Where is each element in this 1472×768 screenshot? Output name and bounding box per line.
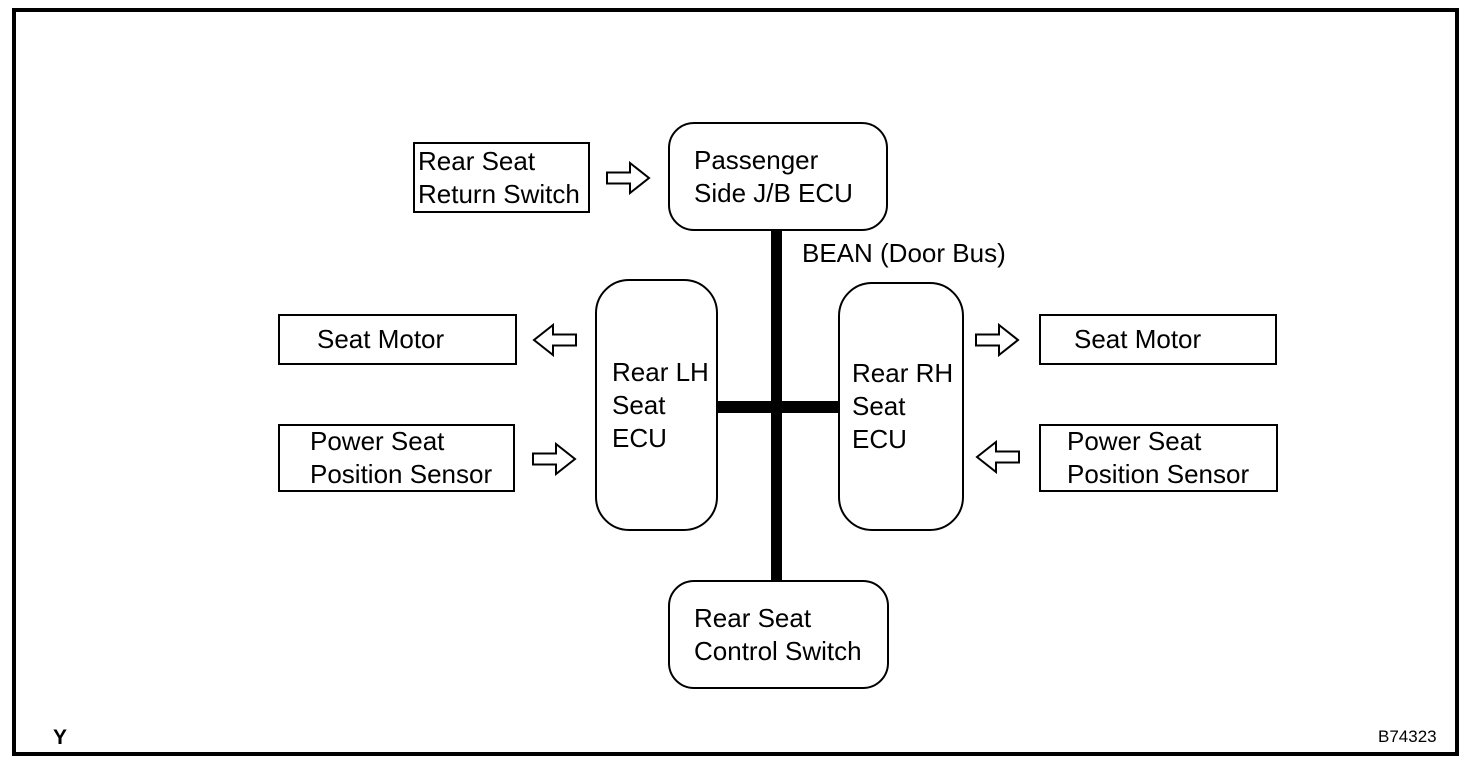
node-label-line: Seat bbox=[612, 389, 666, 420]
node-label-line: Seat Motor bbox=[1074, 324, 1202, 354]
node-label-line: Rear RH bbox=[852, 358, 954, 388]
node-passenger-side-jb-ecu: Passenger Side J/B ECU bbox=[668, 122, 888, 231]
node-seat-motor-right: Seat Motor bbox=[1039, 314, 1277, 365]
node-label-line: Rear Seat bbox=[418, 145, 536, 176]
node-label-line: Seat Motor bbox=[317, 324, 445, 354]
node-label-line: ECU bbox=[612, 422, 667, 453]
node-label-line: Passenger bbox=[694, 144, 819, 175]
node-label-line: ECU bbox=[852, 424, 907, 454]
node-label-line: Return Switch bbox=[418, 178, 580, 209]
node-label-line: Control Switch bbox=[694, 635, 862, 666]
node-label-line: Position Sensor bbox=[310, 459, 493, 489]
bean-bus-label: BEAN (Door Bus) bbox=[802, 238, 1006, 268]
arrow-position-sensor-to-rh-ecu-icon bbox=[975, 440, 1020, 474]
node-label-line: Power Seat bbox=[310, 426, 445, 456]
figure-code: B74323 bbox=[1378, 727, 1437, 746]
arrow-return-switch-to-jb-ecu-icon bbox=[606, 161, 651, 195]
bean-bus-horizontal-line bbox=[716, 401, 839, 413]
node-rear-rh-seat-ecu: Rear RH Seat ECU bbox=[838, 282, 964, 531]
arrow-lh-ecu-to-seat-motor-icon bbox=[532, 323, 577, 357]
page-mark-y: Y bbox=[53, 726, 68, 749]
node-power-seat-position-sensor-left: Power Seat Position Sensor bbox=[278, 424, 515, 492]
node-rear-seat-control-switch: Rear Seat Control Switch bbox=[668, 580, 889, 689]
arrow-rh-ecu-to-seat-motor-icon bbox=[975, 323, 1020, 357]
node-seat-motor-left: Seat Motor bbox=[278, 314, 517, 365]
arrow-position-sensor-to-lh-ecu-icon bbox=[532, 442, 577, 476]
node-label-line: Rear LH bbox=[612, 356, 709, 387]
node-label-line: Rear Seat bbox=[694, 602, 812, 633]
node-rear-seat-return-switch: Rear Seat Return Switch bbox=[413, 142, 590, 213]
node-rear-lh-seat-ecu: Rear LH Seat ECU bbox=[595, 279, 718, 531]
node-label-line: Side J/B ECU bbox=[694, 177, 853, 208]
node-label-line: Power Seat bbox=[1067, 426, 1202, 456]
node-power-seat-position-sensor-right: Power Seat Position Sensor bbox=[1039, 424, 1278, 492]
diagram-border-frame: BEAN (Door Bus) Rear Seat Return Switch … bbox=[12, 8, 1459, 756]
node-label-line: Seat bbox=[852, 391, 906, 421]
node-label-line: Position Sensor bbox=[1067, 459, 1250, 489]
